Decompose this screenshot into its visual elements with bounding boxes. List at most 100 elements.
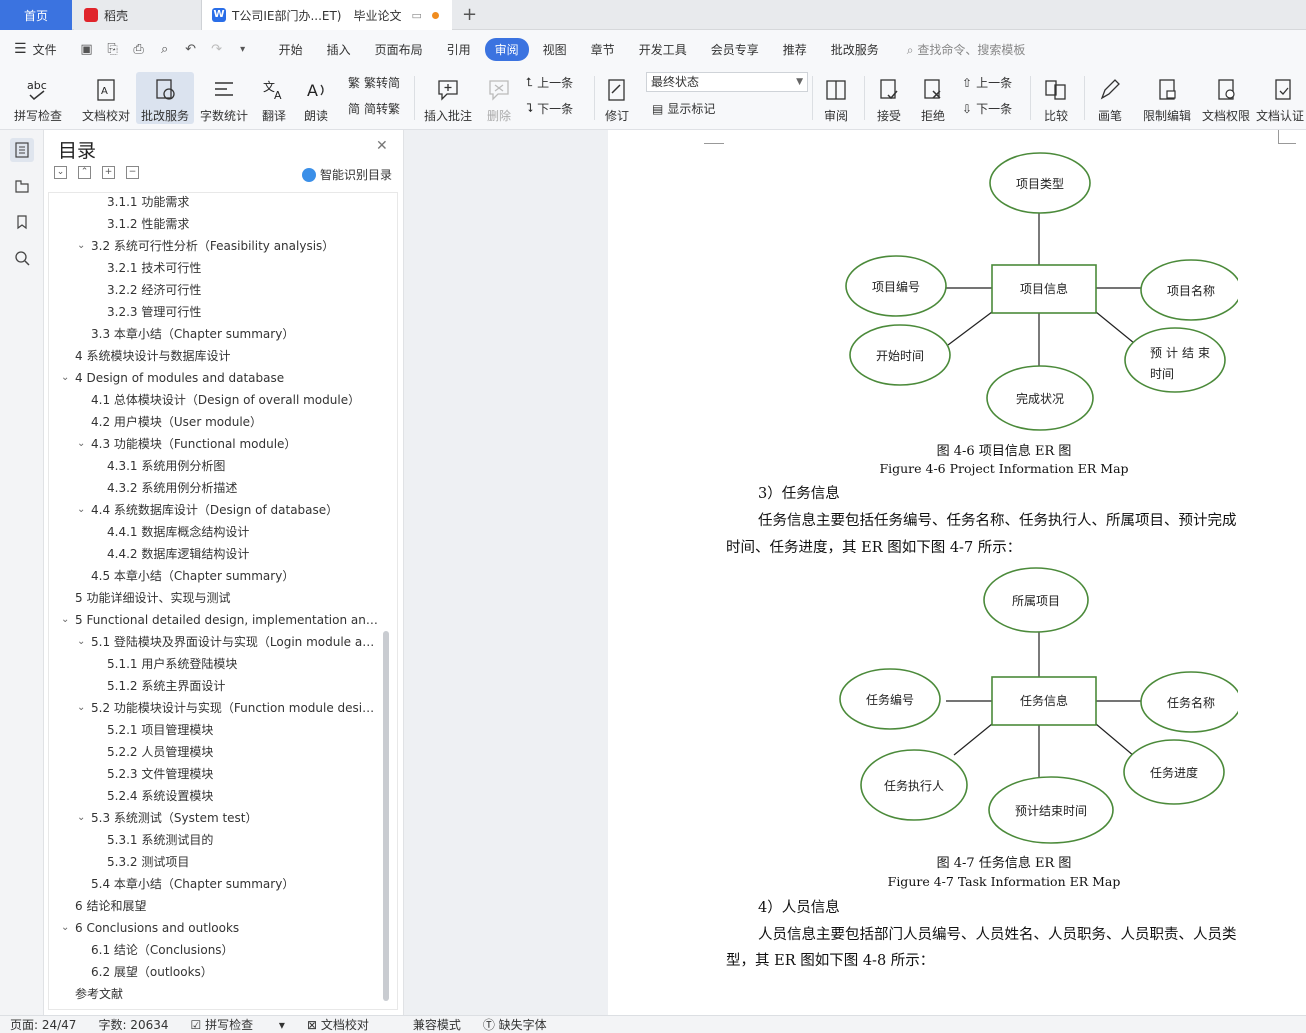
doc-certify-button[interactable]: 文档认证 — [1256, 72, 1306, 124]
toc-item[interactable]: 4.2 用户模块（User module） — [91, 411, 375, 433]
review-pane-button[interactable]: 审阅 — [816, 72, 856, 124]
toc-item[interactable]: 5.3.1 系统测试目的 — [107, 829, 375, 851]
toc-item[interactable]: 5.2.1 项目管理模块 — [107, 719, 375, 741]
chevron-down-icon[interactable]: ⌄ — [61, 372, 70, 383]
missing-font-button[interactable]: Ⓣ 缺失字体 — [482, 1018, 547, 1032]
new-tab-button[interactable]: + — [462, 4, 478, 25]
toc-item[interactable]: ⌄5.3 系统测试（System test） — [77, 807, 375, 829]
file-menu[interactable]: 文件 — [32, 42, 57, 57]
command-search[interactable]: ⌕ 查找命令、搜索模板 — [907, 41, 1026, 58]
toc-item[interactable]: ⌄4 Design of modules and database — [61, 367, 375, 389]
toc-item[interactable]: 5.2.4 系统设置模块 — [107, 785, 375, 807]
toc-item[interactable]: 参考文献 — [75, 983, 375, 1005]
menu-tab-1[interactable]: 插入 — [326, 42, 351, 57]
hamburger-icon[interactable]: ☰ — [14, 41, 27, 57]
save-icon[interactable]: ▣ — [80, 41, 93, 57]
toc-item[interactable]: 3.1.2 性能需求 — [107, 213, 375, 235]
prev-comment-button[interactable]: ⮤上一条 — [526, 74, 573, 91]
menu-tab-8[interactable]: 会员专享 — [710, 42, 759, 57]
expand-all-icon[interactable]: ⌃ — [78, 166, 91, 179]
menu-tab-3[interactable]: 引用 — [446, 42, 471, 57]
proofread-button[interactable]: A 文档校对 — [78, 72, 134, 124]
close-icon[interactable]: ✕ — [376, 138, 388, 154]
toc-item[interactable]: ⌄5 Functional detailed design, implement… — [61, 609, 378, 631]
collapse-all-icon[interactable]: ⌄ — [54, 166, 67, 179]
toc-item[interactable]: 4.5 本章小结（Chapter summary） — [91, 565, 375, 587]
word-count-indicator[interactable]: 字数: 20634 — [98, 1018, 169, 1032]
simp-to-trad-button[interactable]: 简简转繁 — [348, 100, 400, 117]
toc-item[interactable]: 5.2.3 文件管理模块 — [107, 763, 375, 785]
menu-tab-7[interactable]: 开发工具 — [638, 42, 687, 57]
customize-chevron-icon[interactable]: ▾ — [240, 43, 246, 55]
chevron-down-icon[interactable]: ⌄ — [77, 504, 86, 515]
review-service-button[interactable]: 批改服务 — [136, 72, 194, 124]
toc-scrollbar[interactable] — [383, 631, 389, 1001]
pen-button[interactable]: 画笔 — [1090, 72, 1130, 124]
toc-item[interactable]: 4 系统模块设计与数据库设计 — [75, 345, 375, 367]
next-comment-button[interactable]: ⮧下一条 — [526, 100, 573, 117]
toc-item[interactable]: 3.3 本章小结（Chapter summary） — [91, 323, 375, 345]
tab-daoke[interactable]: 稻壳 — [74, 0, 202, 30]
toc-item[interactable]: 4.4.2 数据库逻辑结构设计 — [107, 543, 375, 565]
status-spell-check[interactable]: ☑ 拼写检查 ▾ — [190, 1018, 285, 1032]
display-state-select[interactable]: 最终状态▼ — [646, 72, 808, 92]
track-changes-button[interactable]: 修订 — [600, 72, 634, 124]
toc-item[interactable]: 5.2.2 人员管理模块 — [107, 741, 375, 763]
remove-heading-icon[interactable]: − — [126, 166, 139, 179]
restrict-edit-button[interactable]: 限制编辑 — [1140, 72, 1194, 124]
add-heading-icon[interactable]: + — [102, 166, 115, 179]
accept-button[interactable]: 接受 — [870, 72, 908, 124]
status-proofread[interactable]: ⊠ 文档校对 — [306, 1018, 369, 1032]
chevron-down-icon[interactable]: ⌄ — [77, 812, 86, 823]
bookmark-icon[interactable] — [10, 210, 34, 234]
toc-item[interactable]: 6 结论和展望 — [75, 895, 375, 917]
export-pdf-icon[interactable]: ⎘ — [107, 41, 118, 57]
toc-item[interactable]: 4.3.2 系统用例分析描述 — [107, 477, 375, 499]
redo-icon[interactable]: ↷ — [211, 41, 223, 57]
doc-permission-button[interactable]: 文档权限 — [1198, 72, 1254, 124]
monitor-icon[interactable]: ▭ — [411, 8, 422, 22]
navigation-icon[interactable] — [10, 174, 34, 198]
toc-item[interactable]: 4.3.1 系统用例分析图 — [107, 455, 375, 477]
chevron-down-icon[interactable]: ⌄ — [61, 614, 70, 625]
toc-panel-icon[interactable] — [10, 138, 34, 162]
toc-item[interactable]: ⌄5.1 登陆模块及界面设计与实现（Login module a… — [77, 631, 375, 653]
toc-item[interactable]: ⌄4.3 功能模块（Functional module） — [77, 433, 375, 455]
reject-button[interactable]: 拒绝 — [914, 72, 952, 124]
toc-item[interactable]: 5.3.2 测试项目 — [107, 851, 375, 873]
toc-item[interactable]: 3.2.2 经济可行性 — [107, 279, 375, 301]
compare-button[interactable]: 比较 — [1036, 72, 1076, 124]
show-marks-button[interactable]: ▤显示标记 — [652, 100, 715, 117]
page-indicator[interactable]: 页面: 24/47 — [10, 1018, 77, 1032]
toc-item[interactable]: ⌄3.2 系统可行性分析（Feasibility analysis） — [77, 235, 375, 257]
print-icon[interactable]: ⎙ — [133, 41, 144, 57]
toc-item[interactable]: 6.1 结论（Conclusions） — [91, 939, 375, 961]
toc-item[interactable]: 4.1 总体模块设计（Design of overall module） — [91, 389, 375, 411]
menu-tab-5[interactable]: 视图 — [542, 42, 567, 57]
toc-item[interactable]: 5.1.2 系统主界面设计 — [107, 675, 375, 697]
prev-change-button[interactable]: ⇧上一条 — [962, 74, 1012, 91]
toc-item[interactable]: ⌄6 Conclusions and outlooks — [61, 917, 375, 939]
toc-item[interactable]: 6.2 展望（outlooks） — [91, 961, 375, 983]
menu-tab-6[interactable]: 章节 — [590, 42, 615, 57]
chevron-down-icon[interactable]: ⌄ — [61, 922, 70, 933]
toc-item[interactable]: 5.4 本章小结（Chapter summary） — [91, 873, 375, 895]
undo-icon[interactable]: ↶ — [185, 41, 197, 57]
chevron-down-icon[interactable]: ⌄ — [77, 702, 86, 713]
smart-toc-button[interactable]: 智能识别目录 — [302, 166, 392, 183]
toc-item[interactable]: ⌄4.4 系统数据库设计（Design of database） — [77, 499, 375, 521]
delete-comment-button[interactable]: 删除 — [480, 72, 518, 124]
toc-item[interactable]: 3.2.1 技术可行性 — [107, 257, 375, 279]
tab-document[interactable]: W T公司IE部门办...ET) 毕业论文 ▭ — [202, 0, 452, 30]
print-preview-icon[interactable]: ⌕ — [160, 41, 169, 57]
toc-item[interactable]: ⌄5.2 功能模块设计与实现（Function module desi… — [77, 697, 375, 719]
insert-comment-button[interactable]: 插入批注 — [422, 72, 474, 124]
document-page[interactable]: 项目类型 项目编号 项目名称 开始时间 预计结束 时间 完成状况 项目信息 图 … — [608, 130, 1306, 1015]
chevron-down-icon[interactable]: ⌄ — [77, 438, 86, 449]
search-icon[interactable] — [10, 246, 34, 270]
next-change-button[interactable]: ⇩下一条 — [962, 100, 1012, 117]
toc-item[interactable]: 3.1.1 功能需求 — [107, 193, 375, 213]
chevron-down-icon[interactable]: ⌄ — [77, 636, 86, 647]
menu-tab-4[interactable]: 审阅 — [484, 37, 529, 61]
